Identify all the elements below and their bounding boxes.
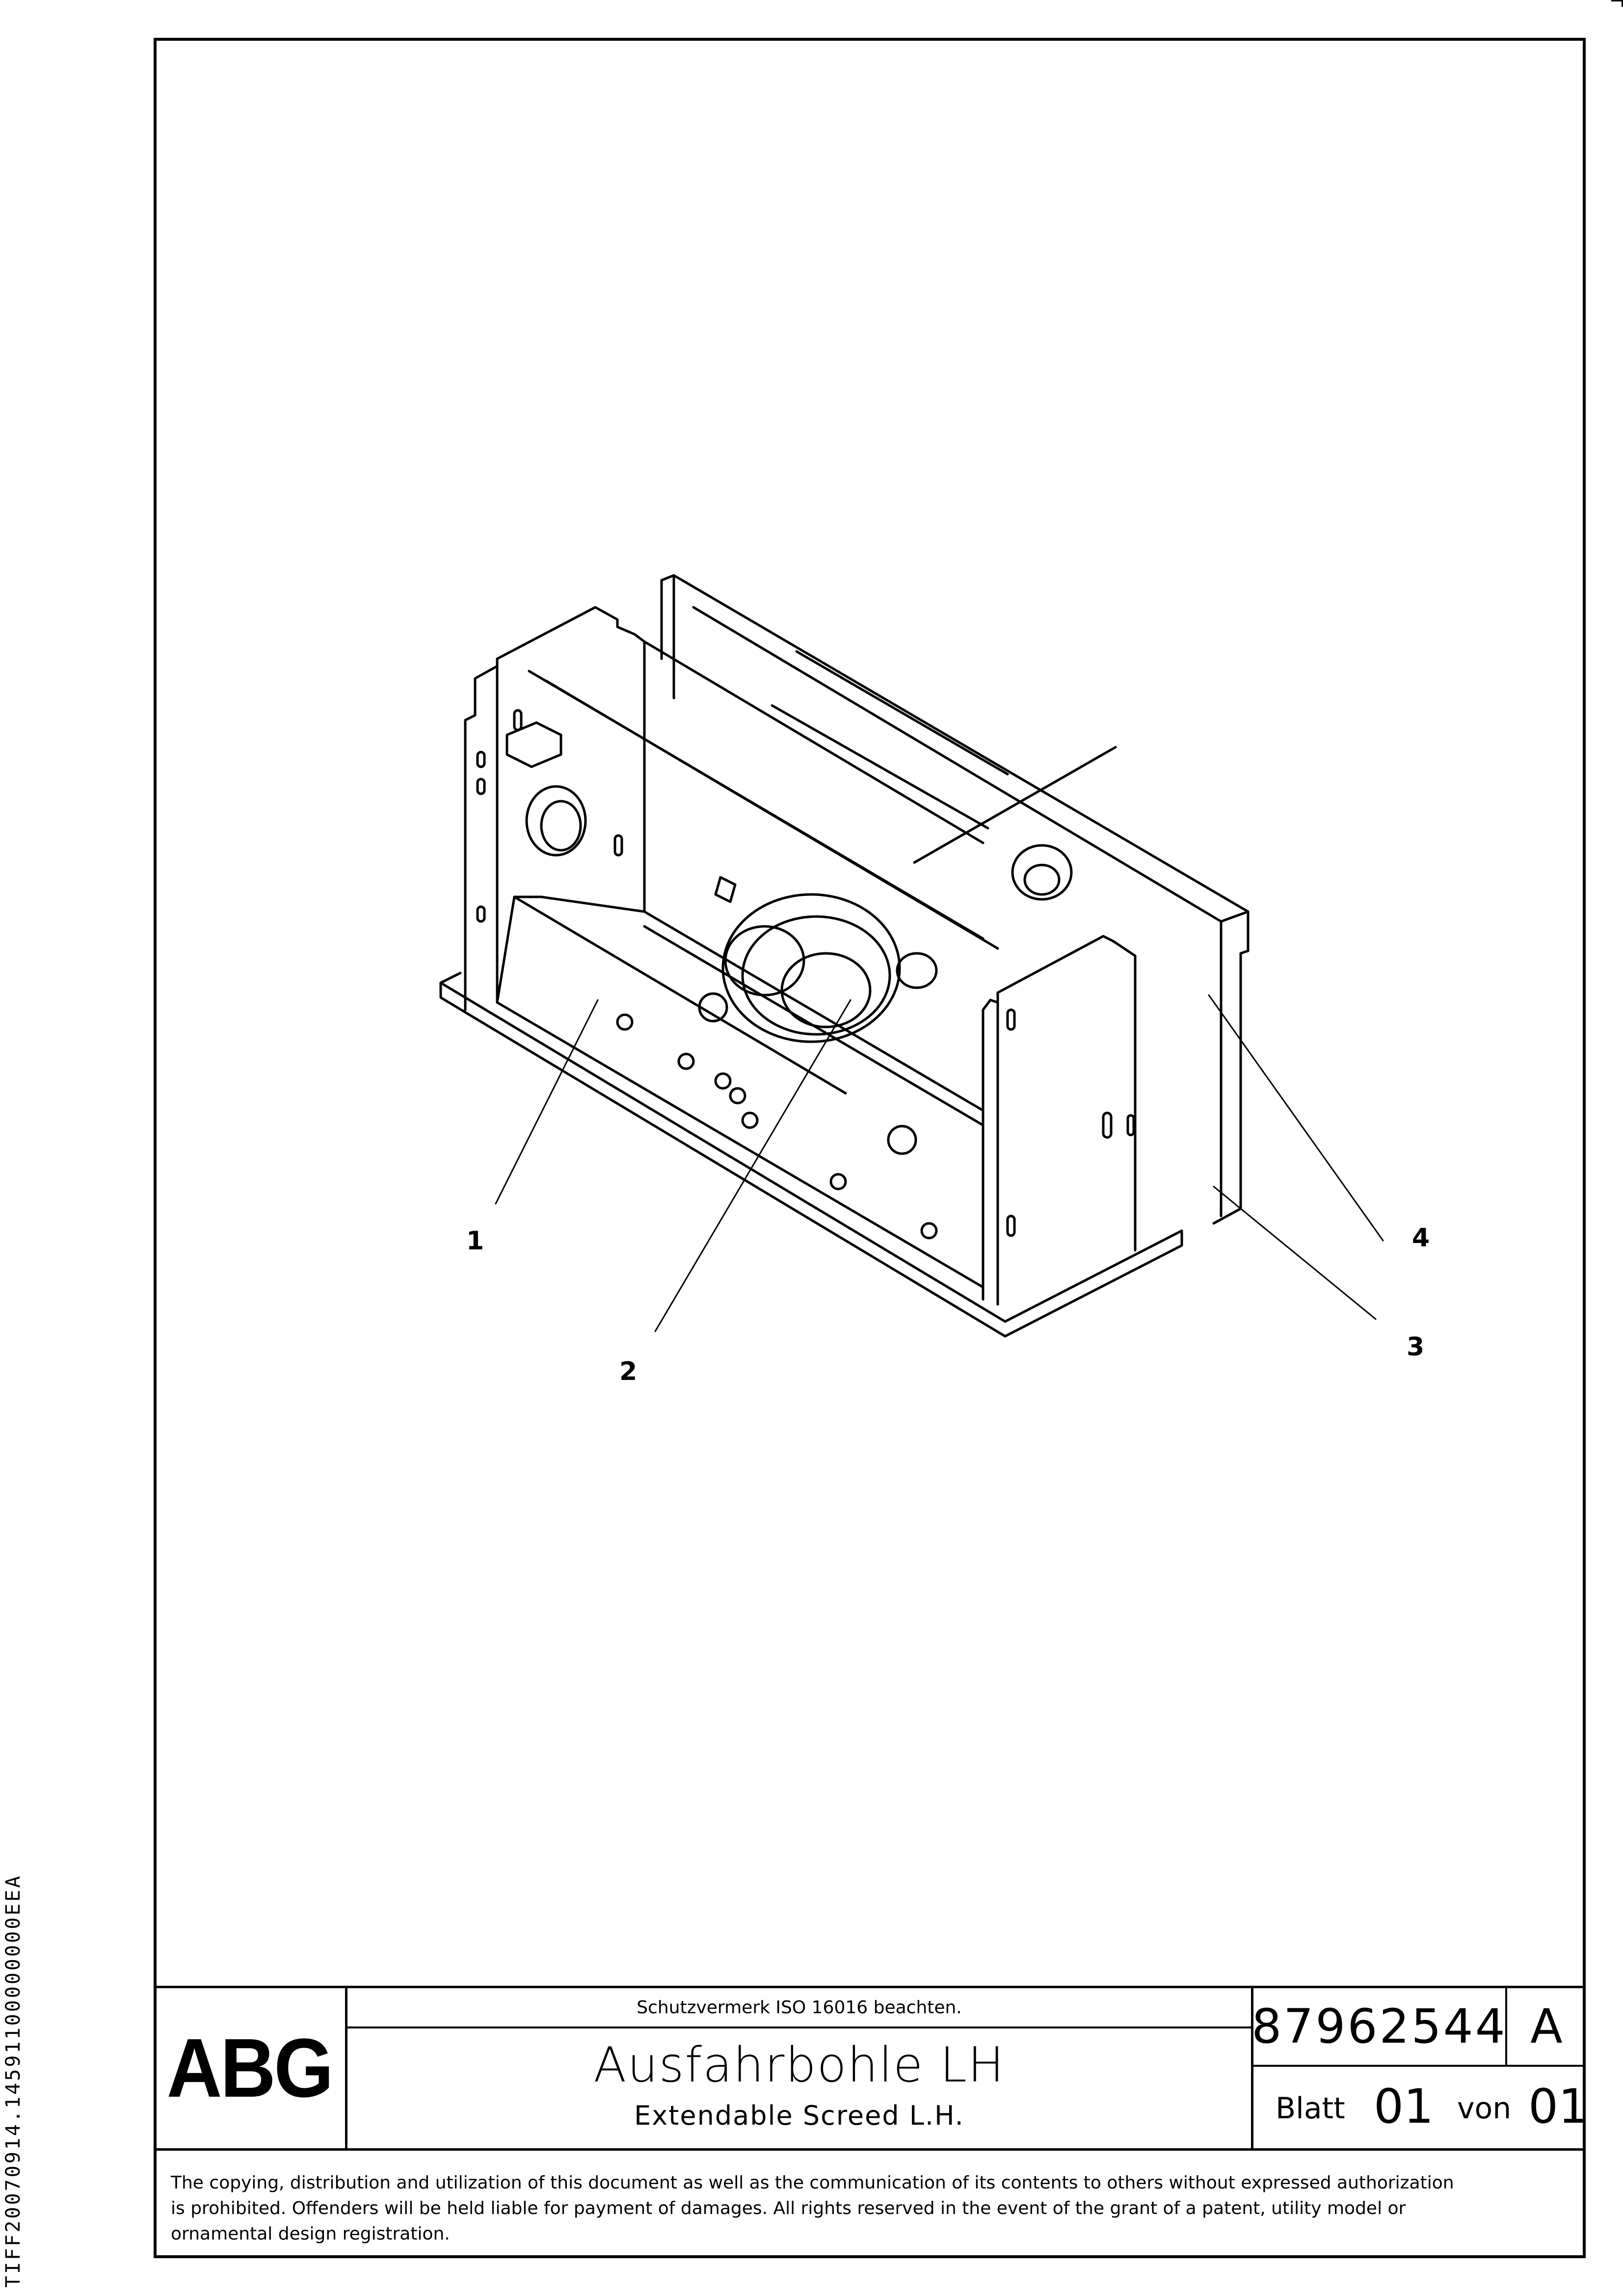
title-cell: Schutzvermerk ISO 16016 beachten. Ausfah…: [347, 1988, 1253, 2148]
motor-flange: [721, 893, 901, 1043]
leader-2: [654, 999, 851, 1332]
sheet-total: 01: [1528, 2079, 1589, 2134]
number-cell-group: 87962544 A Blatt 01 von 01: [1251, 1988, 1589, 2148]
title-german: Ausfahrbohle LH: [593, 2037, 1005, 2093]
screed-illustration: [439, 574, 1384, 1338]
rear-frame: [660, 574, 1250, 1225]
sheet-number: 01: [1374, 2079, 1434, 2134]
drawing-frame: [154, 38, 1586, 2258]
left-bearing: [525, 785, 587, 857]
callout-4: 4: [1412, 1223, 1430, 1253]
copyright-line: The copying, distribution and utilizatio…: [171, 2173, 1454, 2193]
drawing-number: 87962544: [1251, 1988, 1507, 2067]
logo-cell: ABG: [154, 1988, 347, 2148]
title-english: Extendable Screed L.H.: [634, 2100, 964, 2131]
corner-mark: [1611, 0, 1623, 7]
sheet-label: Blatt: [1276, 2091, 1345, 2126]
callout-2: 2: [619, 1357, 638, 1386]
left-end-plate: [464, 606, 646, 1011]
side-code: TIFF20070914.14591100000000EEA: [2, 1874, 25, 2288]
copyright-line: ornamental design registration.: [171, 2224, 450, 2244]
title-block: ABG Schutzvermerk ISO 16016 beachten. Au…: [154, 1986, 1589, 2261]
copyright-notice: The copying, distribution and utilizatio…: [154, 2148, 1586, 2261]
copyright-line: is prohibited. Offenders will be held li…: [171, 2198, 1406, 2218]
leader-1: [495, 999, 599, 1205]
leader-3: [1213, 1186, 1377, 1320]
callout-1: 1: [466, 1226, 484, 1256]
callout-3: 3: [1407, 1332, 1425, 1362]
company-logo: ABG: [166, 2022, 334, 2115]
protection-notice: Schutzvermerk ISO 16016 beachten.: [347, 1988, 1251, 2028]
revision: A: [1507, 1988, 1586, 2067]
sheet-row: Blatt 01 von 01: [1253, 2067, 1589, 2148]
of-label: von: [1457, 2091, 1512, 2126]
leader-4: [1208, 994, 1384, 1242]
